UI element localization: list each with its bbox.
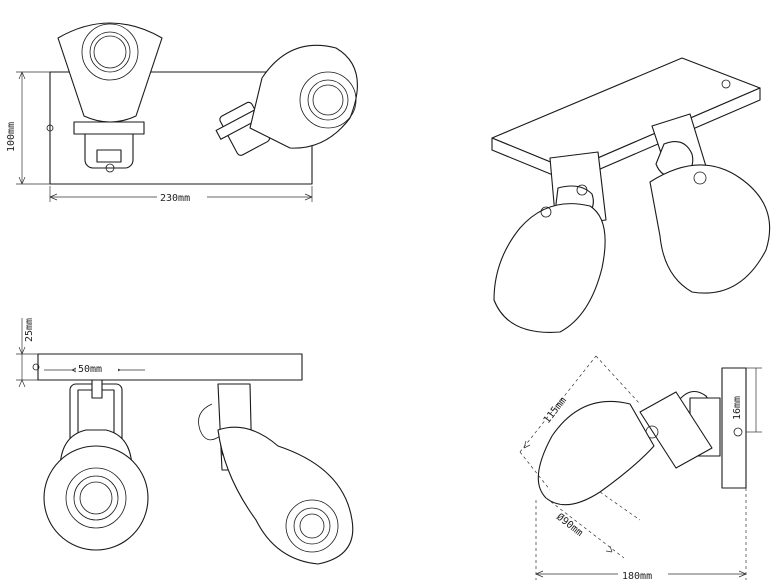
side-lamp-left [43, 379, 149, 551]
iso-lamp-left [493, 151, 607, 333]
isometric-view [491, 57, 771, 333]
profile-backplate [721, 367, 747, 489]
iso-lamp-right [649, 113, 771, 294]
dim-mount-height: 16mm [732, 396, 743, 420]
dim-side-spacing: 50mm [78, 364, 102, 375]
side-view: 25mm 50mm [16, 318, 354, 565]
dim-total-width: 180mm [622, 571, 652, 582]
dim-side-depth: 25mm [24, 318, 35, 342]
profile-shade [537, 400, 655, 506]
side-lamp-right [198, 383, 354, 565]
front-lamp-right [215, 44, 358, 156]
front-view: 100mm 230mm [6, 22, 358, 204]
dim-front-height: 100mm [6, 122, 17, 152]
dim-front-width: 230mm [160, 193, 190, 204]
front-lamp-left [57, 22, 163, 173]
profile-view: 115mm Ø90mm 16mm 180mm [519, 355, 762, 582]
